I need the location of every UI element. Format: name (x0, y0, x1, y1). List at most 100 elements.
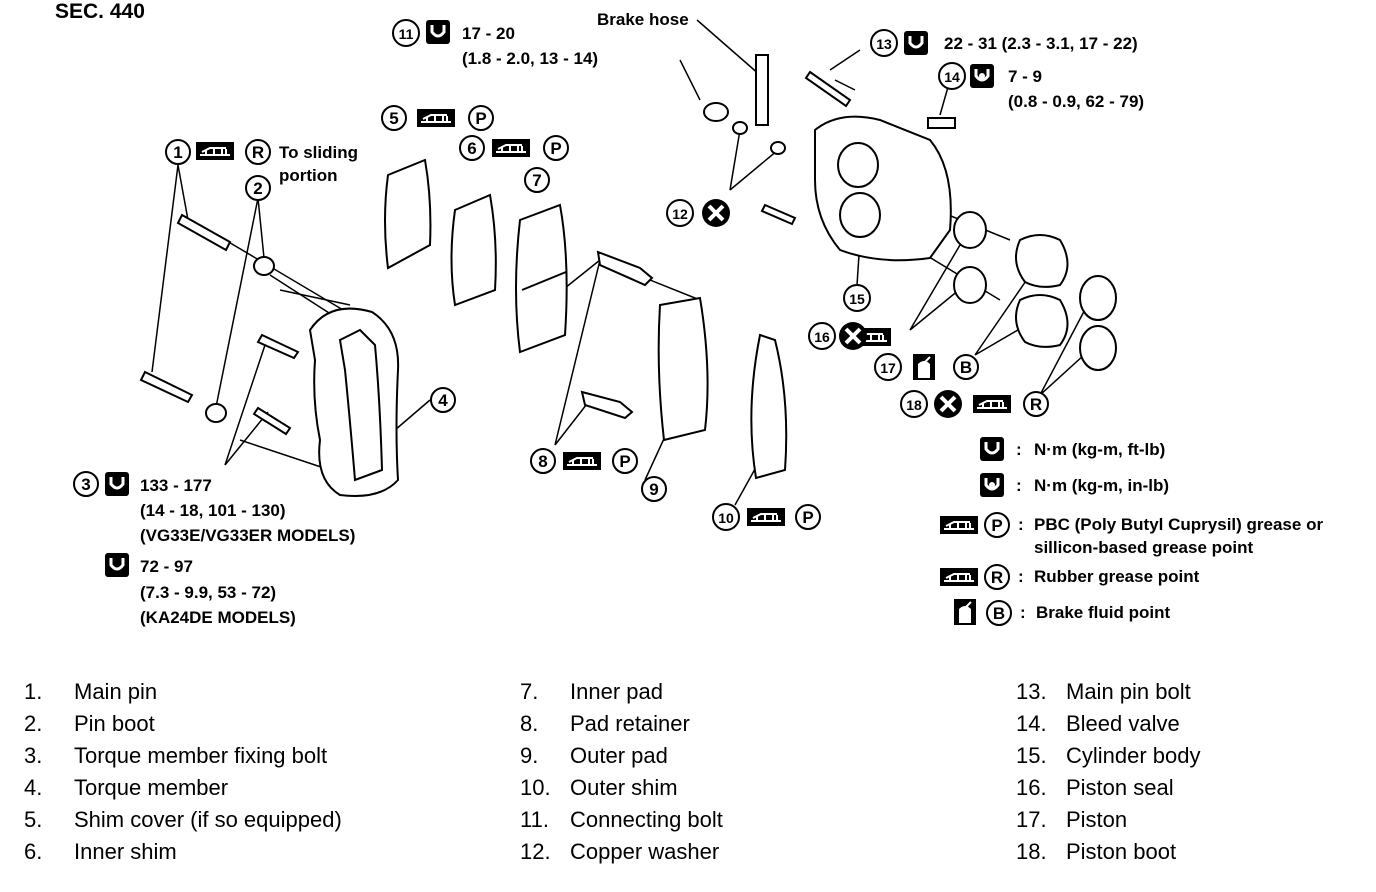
list-item: 7.Inner pad (520, 679, 663, 704)
torque-14-value: 7 - 9 (1008, 67, 1043, 86)
marker-10: 10 (712, 503, 740, 531)
marker-7: 7 (524, 167, 550, 193)
badge-p-6: P (543, 135, 569, 161)
badge-r-1: R (245, 139, 271, 165)
symbols (103, 18, 1012, 579)
marker-13: 13 (870, 29, 898, 57)
marker-12: 12 (666, 199, 694, 227)
torque-11-conversion: (1.8 - 2.0, 13 - 14) (462, 49, 599, 68)
marker-11: 11 (392, 19, 420, 47)
key-pbc-grease: PBC (Poly Butyl Cuprysil) grease or (1034, 515, 1324, 534)
key-colon-5: : (1020, 603, 1026, 622)
key-colon-4: : (1018, 567, 1024, 586)
svg-text:17: 17 (880, 360, 896, 376)
section-title: SEC. 440 (55, 0, 145, 23)
svg-text:11: 11 (399, 26, 414, 42)
list-item: 17.Piston (1016, 807, 1128, 832)
key-rubber-grease: Rubber grease point (1034, 567, 1200, 586)
badge-p-5: P (468, 105, 494, 131)
marker-9: 9 (641, 476, 667, 502)
torque-3-models: (VG33E/VG33ER MODELS) (140, 526, 356, 545)
to-sliding-label-2: portion (279, 166, 338, 185)
list-item: 15.Cylinder body (1016, 743, 1201, 768)
marker-6: 6 (459, 135, 485, 161)
parts-list-column-1: 1.Main pin 2.Pin boot 3.Torque member fi… (24, 676, 342, 868)
svg-text:18: 18 (906, 397, 922, 413)
marker-3: 3 (73, 471, 99, 497)
svg-text:16: 16 (814, 329, 830, 345)
svg-text:B: B (993, 604, 1005, 623)
list-item: 3.Torque member fixing bolt (24, 743, 328, 768)
key-colon-3: : (1018, 515, 1024, 534)
list-item: 1.Main pin (24, 679, 158, 704)
list-item: 10.Outer shim (520, 775, 678, 800)
key-colon-2: : (1016, 476, 1022, 495)
svg-text:R: R (252, 143, 264, 162)
svg-text:P: P (550, 139, 561, 158)
marker-8: 8 (530, 448, 556, 474)
badge-b-17: B (953, 354, 979, 380)
torque-14-conversion: (0.8 - 0.9, 62 - 79) (1008, 92, 1145, 111)
list-item: 12.Copper washer (520, 839, 720, 864)
wrench-small-icon-14 (970, 64, 994, 88)
torque-3-value: 133 - 177 (140, 476, 212, 495)
svg-text:9: 9 (649, 480, 658, 499)
key-colon-1: : (1016, 440, 1022, 459)
part-shapes (139, 54, 1117, 497)
svg-text:10: 10 (718, 510, 734, 526)
list-item: 14.Bleed valve (1016, 711, 1180, 736)
badge-p-8: P (612, 448, 638, 474)
badge-p-10: P (795, 504, 821, 530)
key-pbc-grease-2: sillicon-based grease point (1034, 538, 1254, 557)
to-sliding-label: To sliding (279, 143, 359, 162)
marker-5: 5 (381, 105, 407, 131)
marker-15: 15 (843, 284, 871, 312)
key-brake-fluid: Brake fluid point (1036, 603, 1171, 622)
svg-text:1: 1 (173, 143, 182, 162)
svg-text:P: P (802, 508, 813, 527)
marker-14: 14 (938, 62, 966, 90)
svg-text:P: P (475, 109, 486, 128)
svg-text:P: P (991, 516, 1002, 535)
svg-text:4: 4 (438, 391, 448, 410)
marker-17: 17 (874, 353, 902, 381)
torque-3-conversion: (14 - 18, 101 - 130) (140, 501, 286, 520)
wrench-small-icon-key (980, 473, 1004, 497)
number-markers: 1 2 3 4 5 6 7 8 9 10 11 12 13 14 15 16 1… (73, 19, 966, 531)
list-item: 9.Outer pad (520, 743, 668, 768)
marker-1: 1 (165, 139, 191, 165)
list-item: 16.Piston seal (1016, 775, 1174, 800)
list-item: 13.Main pin bolt (1016, 679, 1191, 704)
marker-2: 2 (245, 175, 271, 201)
svg-text:3: 3 (81, 475, 90, 494)
svg-text:14: 14 (944, 69, 960, 85)
list-item: 8.Pad retainer (520, 711, 690, 736)
badge-r-18: R (1023, 391, 1049, 417)
marker-18: 18 (900, 390, 928, 418)
svg-text:12: 12 (672, 206, 688, 222)
svg-text:6: 6 (467, 139, 476, 158)
brake-caliper-exploded-diagram: 1 2 3 4 5 6 7 8 9 10 11 12 13 14 15 16 1… (73, 18, 1117, 626)
torque-3-alt-conversion: (7.3 - 9.9, 53 - 72) (140, 583, 277, 602)
key-torque-ftlb: N·m (kg-m, ft-lb) (1034, 440, 1166, 459)
svg-text:R: R (1030, 395, 1042, 414)
brake-hose-label: Brake hose (597, 10, 689, 29)
svg-text:8: 8 (538, 452, 547, 471)
svg-text:P: P (619, 452, 630, 471)
list-item: 5.Shim cover (if so equipped) (24, 807, 342, 832)
key-torque-inlb: N·m (kg-m, in-lb) (1034, 476, 1170, 495)
svg-text:13: 13 (876, 36, 892, 52)
svg-text:2: 2 (253, 179, 262, 198)
list-item: 2.Pin boot (24, 711, 155, 736)
list-item: 6.Inner shim (24, 839, 177, 864)
marker-16: 16 (808, 322, 836, 350)
marker-4: 4 (430, 387, 456, 413)
svg-text:B: B (960, 358, 972, 377)
list-item: 11.Connecting bolt (520, 807, 723, 832)
torque-3-alt-value: 72 - 97 (140, 557, 193, 576)
torque-13-value: 22 - 31 (2.3 - 3.1, 17 - 22) (944, 34, 1138, 53)
symbol-key: P R B (939, 435, 1012, 626)
list-item: 4.Torque member (24, 775, 229, 800)
torque-3-alt-models: (KA24DE MODELS) (140, 608, 296, 627)
svg-text:15: 15 (849, 291, 865, 307)
